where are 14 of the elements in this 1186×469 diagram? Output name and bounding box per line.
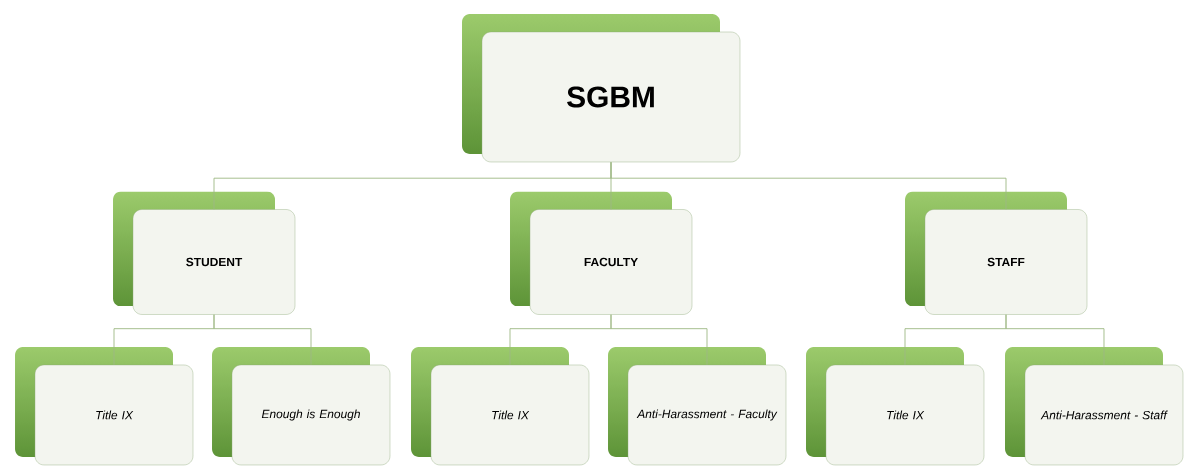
category-box: STUDENT: [132, 209, 296, 315]
connector: [610, 161, 1007, 210]
connector: [610, 314, 708, 366]
program-box: Anti-Harassment - Faculty: [627, 364, 787, 466]
category-box: STAFF: [924, 209, 1088, 315]
category-box: FACULTY: [529, 209, 693, 315]
connector: [1005, 314, 1105, 366]
program-box: Title IX: [430, 364, 590, 466]
root-box: SGBM: [481, 31, 741, 163]
connector: [213, 314, 312, 366]
program-box: Anti-Harassment - Staff: [1024, 364, 1184, 466]
program-box: Title IX: [825, 364, 985, 466]
program-box: Title IX: [34, 364, 194, 466]
program-box: Enough is Enough: [231, 364, 391, 466]
